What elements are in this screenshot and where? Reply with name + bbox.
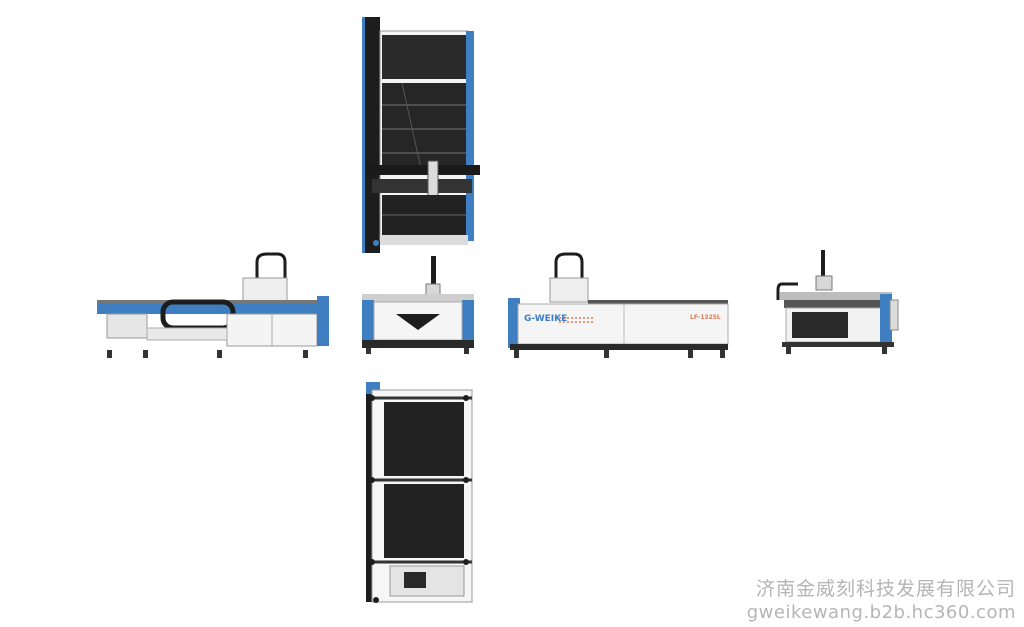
- machine-left-side-view: [97, 250, 337, 360]
- machine-long-front-view: G-WEIKE LF-1325L: [504, 250, 736, 360]
- brand-logo-text: G-WEIKE: [524, 314, 568, 324]
- machine-front-view: [356, 256, 478, 356]
- machine-top-view: [362, 17, 482, 253]
- watermark-company: 济南金威刻科技发展有限公司: [755, 578, 1016, 600]
- machine-right-side-view: [776, 248, 908, 356]
- model-label: LF-1325L: [690, 314, 721, 321]
- machine-bottom-view: [362, 380, 482, 608]
- watermark-url: gweikewang.b2b.hc360.com: [746, 602, 1016, 623]
